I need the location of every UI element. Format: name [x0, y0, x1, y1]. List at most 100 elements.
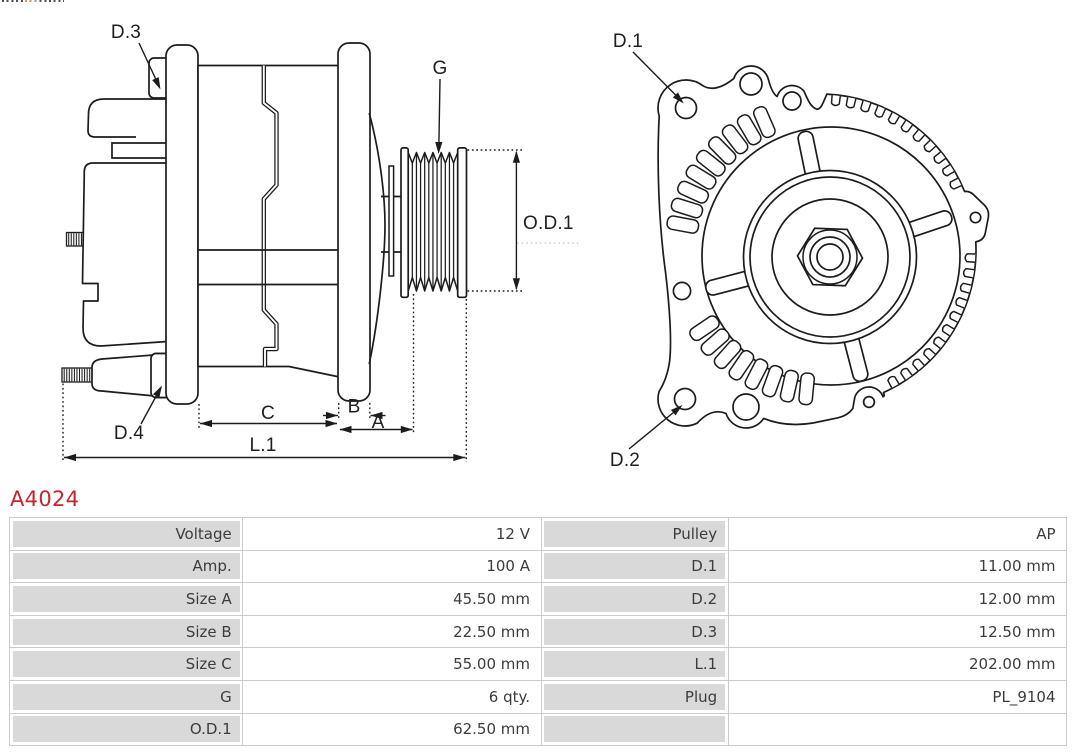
vent-slot: [700, 328, 730, 356]
vent-slot: [695, 149, 726, 177]
spec-label: [544, 716, 726, 743]
spec-value: 12.50 mm: [731, 618, 1064, 645]
spec-row: Size A 45.50 mm D.2 12.00 mm: [8, 582, 1068, 616]
spec-label: D.1: [544, 553, 726, 580]
spec-value: 100 A: [245, 553, 538, 580]
spec-cell: 12 V: [242, 517, 542, 551]
leader-line: [632, 51, 682, 101]
arrowhead: [435, 141, 443, 154]
spec-row: Amp. 100 A D.1 11.00 mm: [8, 549, 1068, 584]
vent-slot: [752, 105, 776, 139]
front-view-dimensions: D.1D.2: [610, 31, 684, 471]
vent-slots: [666, 105, 816, 406]
ring-tooth: [962, 267, 975, 279]
spec-cell: 6 qty.: [242, 679, 542, 714]
ring-tooth: [923, 347, 936, 361]
ring-tooth: [941, 323, 955, 337]
spec-row: G 6 qty. Plug PL_9104: [8, 679, 1068, 714]
spec-row: Size C 55.00 mm L.1 202.00 mm: [8, 647, 1068, 681]
spec-cell: Plug: [540, 679, 729, 714]
vent-slot: [666, 215, 700, 234]
rear-cover: [81, 162, 183, 347]
spec-cell: D.2: [540, 582, 729, 616]
nut-chamfer-circle: [802, 229, 858, 285]
spec-cell: [540, 712, 729, 747]
spec-cell: 100 A: [242, 549, 542, 584]
spec-value: [731, 716, 1064, 743]
spec-cell: Pulley: [540, 517, 729, 551]
spec-label: Pulley: [544, 520, 726, 547]
rear-bracket: [165, 44, 199, 405]
arrowhead: [64, 453, 76, 462]
spec-value: 6 qty.: [245, 683, 538, 710]
stud-rear-lower: [61, 367, 95, 383]
spec-value: AP: [731, 520, 1064, 547]
spec-value: 62.50 mm: [245, 716, 538, 743]
spec-value: 12.00 mm: [731, 585, 1064, 612]
label-od1: O.D.1: [523, 213, 574, 234]
vent-slot: [689, 315, 720, 342]
arrowhead: [325, 419, 338, 428]
spec-cell: D.3: [540, 614, 729, 649]
top-small-hole: [782, 91, 802, 111]
housing-split-line-core: [262, 65, 278, 367]
spec-label: G: [12, 683, 240, 710]
ring-tooth: [942, 164, 955, 177]
spec-value: 45.50 mm: [245, 585, 538, 612]
leader-line: [628, 406, 680, 450]
mount-hole-d1: [674, 96, 698, 120]
ring-tooth: [933, 336, 946, 350]
left-small-hole: [672, 281, 692, 301]
label-l1: L.1: [249, 435, 276, 456]
spec-cell: 55.00 mm: [242, 647, 542, 681]
arrowhead: [400, 425, 413, 434]
arrowhead: [370, 411, 383, 420]
leader-line: [438, 78, 441, 151]
spec-cell: Size C: [8, 647, 244, 681]
label-d4: D.4: [114, 423, 144, 444]
front-view: D.1D.2: [610, 31, 990, 471]
leader-line: [138, 42, 160, 86]
shaft-ring: [809, 236, 851, 278]
pulley-ribs-bottom: [407, 276, 459, 292]
ring-tooth: [900, 367, 913, 381]
top-lug-hole: [739, 72, 763, 96]
arrowhead: [453, 453, 466, 462]
ring-teeth: [830, 95, 976, 389]
spec-label: O.D.1: [12, 716, 240, 743]
spec-label: Size B: [12, 618, 240, 645]
spec-cell: 22.50 mm: [242, 614, 542, 649]
ring-tooth: [912, 129, 926, 142]
stud-rear-upper: [65, 231, 86, 247]
pulley: [400, 147, 468, 299]
bottom-lug-hole: [732, 393, 760, 421]
spec-value: 22.50 mm: [245, 618, 538, 645]
spec-cell: Size A: [8, 582, 244, 616]
vent-slot: [721, 124, 749, 155]
label-d1: D.1: [613, 31, 643, 52]
label-a: A: [372, 412, 385, 433]
spec-cell: 12.50 mm: [727, 614, 1068, 649]
shaft-end-circle: [816, 243, 844, 271]
arrowhead: [512, 278, 520, 291]
arrowhead: [200, 419, 212, 428]
ring-tooth: [949, 310, 962, 323]
bottom-tiny-hole: [862, 395, 876, 409]
label-d3: D.3: [111, 22, 141, 43]
vent-slot: [779, 369, 799, 403]
spec-row: Size B 22.50 mm D.3 12.50 mm: [8, 614, 1068, 649]
vent-slot: [677, 180, 710, 204]
spec-cell: 45.50 mm: [242, 582, 542, 616]
spec-cell: 62.50 mm: [242, 712, 542, 747]
mount-hole-d2: [673, 387, 697, 411]
arrowhead: [672, 92, 684, 104]
arrowhead: [153, 385, 162, 398]
vent-slot: [713, 339, 742, 370]
cropped-watermark-artifact-tint: [25, 0, 40, 2]
spec-cell: [727, 712, 1068, 747]
front-bracket: [337, 42, 371, 402]
vent-slot: [744, 358, 769, 391]
vent-slot: [670, 197, 704, 219]
ring-tooth: [964, 253, 976, 263]
